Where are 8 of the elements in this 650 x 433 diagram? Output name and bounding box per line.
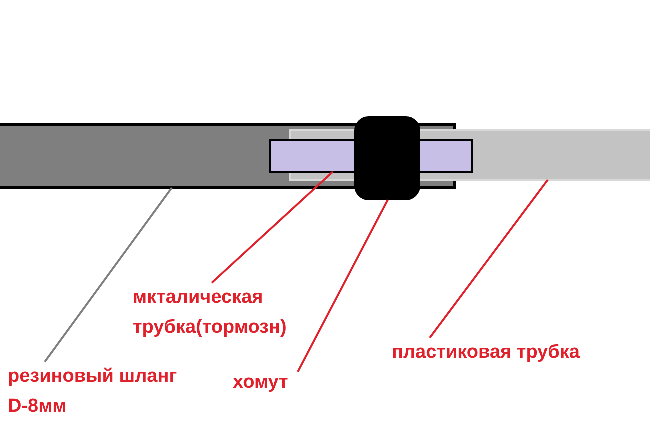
leader-line	[44, 187, 173, 363]
part-label: мкталическая трубка(тормозн)	[133, 283, 343, 343]
part-label: резиновый шланг D-8мм	[8, 362, 178, 422]
part-label: хомут	[233, 368, 313, 398]
part-label: пластиковая трубка	[392, 338, 642, 368]
leader-line	[429, 179, 549, 339]
hose-clamp	[354, 116, 420, 200]
leader-line	[297, 200, 389, 372]
